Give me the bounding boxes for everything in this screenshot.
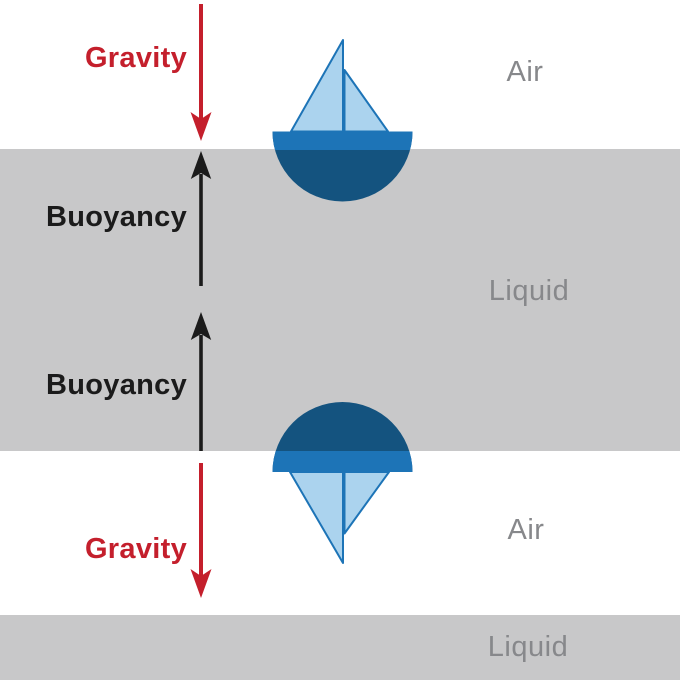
gravity-label-bottom: Gravity <box>84 533 187 565</box>
gravity-label-top: Gravity <box>84 42 187 74</box>
buoyancy-up-arrow-icon-bottom <box>190 312 212 451</box>
sailboat-floating-icon <box>272 39 413 202</box>
region-label-air-bottom: Air <box>507 514 545 546</box>
region-label-air-top: Air <box>506 56 544 88</box>
hull-above-waterline <box>272 131 413 150</box>
jib-sail-inverted <box>343 471 390 535</box>
gravity-down-arrow-icon-bottom <box>190 463 212 598</box>
region-label-liquid-bottom: Liquid <box>487 631 569 663</box>
buoyancy-label-top: Buoyancy <box>46 201 187 233</box>
sailboat-inverted-icon <box>272 402 413 564</box>
mainsail <box>290 39 344 133</box>
mainsail-inverted <box>289 471 344 564</box>
region-label-liquid-top: Liquid <box>488 275 570 307</box>
gravity-down-arrow-icon-top <box>190 4 212 141</box>
buoyancy-label-bottom: Buoyancy <box>46 369 187 401</box>
hull-above-waterline-inverted <box>272 451 413 472</box>
region-liquid-bottom <box>0 615 680 680</box>
buoyancy-up-arrow-icon-top <box>190 151 212 286</box>
jib-sail <box>343 69 389 133</box>
